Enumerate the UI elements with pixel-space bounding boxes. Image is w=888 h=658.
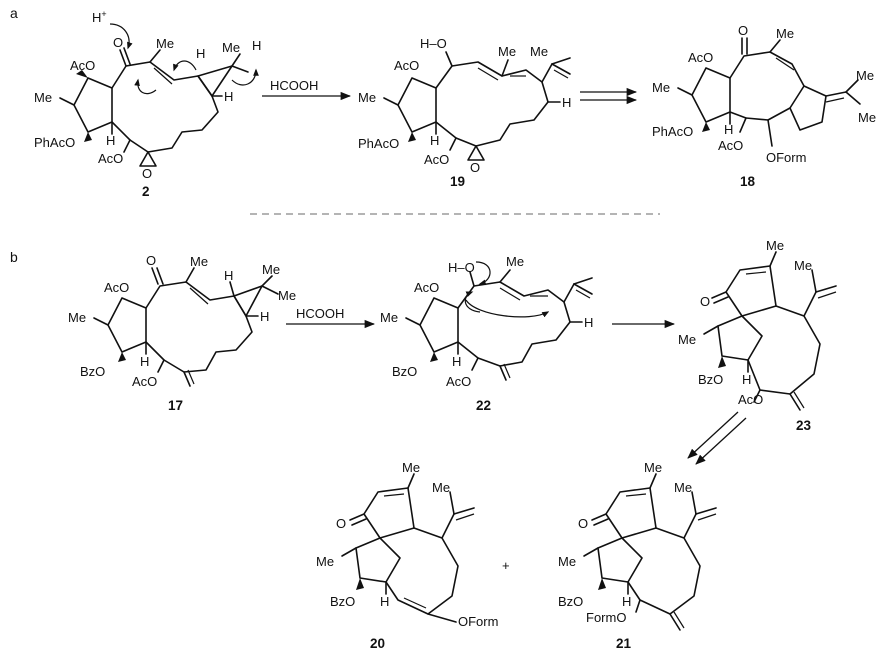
c17-aco1: AcO	[104, 280, 129, 295]
c17-me-cp1: Me	[262, 262, 280, 277]
c19-epox-o: O	[470, 160, 480, 175]
c21-formo: FormO	[586, 610, 626, 625]
c22-bzo: BzO	[392, 364, 417, 379]
c2-h-top: H	[196, 46, 205, 61]
c2-h-cp: H	[252, 38, 261, 53]
c19-number: 19	[450, 174, 465, 189]
arrow-b3-lower	[695, 417, 747, 465]
compound-22: H–O Me AcO Me H H BzO AcO 22	[380, 254, 593, 413]
c17-number: 17	[168, 398, 183, 413]
c2-aco1: AcO	[70, 58, 95, 73]
c18-ketone-o: O	[738, 23, 748, 38]
c21-me-left: Me	[558, 554, 576, 569]
c19-aco2: AcO	[424, 152, 449, 167]
c23-number: 23	[796, 418, 812, 433]
c19-me-top: Me	[498, 44, 516, 59]
c20-h-junction: H	[380, 594, 389, 609]
c21-bzo: BzO	[558, 594, 583, 609]
c23-ketone-o: O	[700, 294, 710, 309]
c23-bzo: BzO	[698, 372, 723, 387]
compound-2: H+ O Me H Me H H AcO Me H PhAcO AcO O 2	[34, 9, 261, 199]
c23-me-iso: Me	[794, 258, 812, 273]
c20-oform: OForm	[458, 614, 498, 629]
c23-me-left: Me	[678, 332, 696, 347]
c18-me-iso2: Me	[858, 110, 876, 125]
c2-ketone-o: O	[113, 35, 123, 50]
c2-aco2: AcO	[98, 151, 123, 166]
c2-h-right: H	[224, 89, 233, 104]
compound-18: O Me AcO Me Me Me H PhAcO AcO OForm 18	[652, 23, 876, 189]
c19-me-iso: Me	[530, 44, 548, 59]
c18-me-left: Me	[652, 80, 670, 95]
c22-aco2: AcO	[446, 374, 471, 389]
c17-aco2: AcO	[132, 374, 157, 389]
c2-me-left: Me	[34, 90, 52, 105]
plus-sign: +	[502, 558, 510, 573]
c19-phaco: PhAcO	[358, 136, 399, 151]
c2-number: 2	[142, 184, 150, 199]
compound-20: Me Me O Me H BzO OForm 20	[316, 460, 498, 651]
c17-me-top: Me	[190, 254, 208, 269]
c18-oform: OForm	[766, 150, 806, 165]
c21-ketone-o: O	[578, 516, 588, 531]
c22-h-right: H	[584, 315, 593, 330]
c17-me-left: Me	[68, 310, 86, 325]
c21-me-top: Me	[644, 460, 662, 475]
c18-phaco: PhAcO	[652, 124, 693, 139]
c20-me-left: Me	[316, 554, 334, 569]
arrow-b3-upper	[687, 411, 739, 459]
c17-me-cp2: Me	[278, 288, 296, 303]
c23-me-top: Me	[766, 238, 784, 253]
c18-me-iso1: Me	[856, 68, 874, 83]
c17-bzo: BzO	[80, 364, 105, 379]
c22-aco1: AcO	[414, 280, 439, 295]
c2-phaco: PhAcO	[34, 135, 75, 150]
c19-me-left: Me	[358, 90, 376, 105]
c22-h-junction: H	[452, 354, 461, 369]
c22-me-top: Me	[506, 254, 524, 269]
c22-me-left: Me	[380, 310, 398, 325]
c20-ketone-o: O	[336, 516, 346, 531]
panel-label-b: b	[10, 249, 18, 265]
compound-19: H–O Me Me AcO Me H H PhAcO AcO O 19	[358, 36, 571, 189]
c18-number: 18	[740, 174, 756, 189]
compound-21: Me Me O Me H BzO FormO 21	[558, 460, 717, 651]
c22-number: 22	[476, 398, 491, 413]
c17-h-right: H	[260, 309, 269, 324]
c22-ho: H–O	[448, 260, 475, 275]
c21-me-iso: Me	[674, 480, 692, 495]
c20-me-iso: Me	[432, 480, 450, 495]
c19-h-right: H	[562, 95, 571, 110]
c20-bzo: BzO	[330, 594, 355, 609]
c23-h-junction: H	[742, 372, 751, 387]
compound-17: O Me H Me Me H AcO Me H BzO AcO 17	[68, 253, 296, 413]
c19-h-junction: H	[430, 133, 439, 148]
reagent-b1: HCOOH	[296, 306, 344, 321]
c21-number: 21	[616, 636, 632, 651]
c2-h-junction: H	[106, 133, 115, 148]
c2-epox-o: O	[142, 166, 152, 181]
c18-aco1: AcO	[688, 50, 713, 65]
c21-h-junction: H	[622, 594, 631, 609]
c19-aco1: AcO	[394, 58, 419, 73]
c23-aco: AcO	[738, 392, 763, 407]
c20-number: 20	[370, 636, 385, 651]
c17-ketone-o: O	[146, 253, 156, 268]
c17-h-junction: H	[140, 354, 149, 369]
c2-me-top: Me	[156, 36, 174, 51]
compound-23: Me Me O Me H BzO AcO 23	[678, 238, 837, 433]
c18-h-junction: H	[724, 122, 733, 137]
c20-me-top: Me	[402, 460, 420, 475]
reagent-a1: HCOOH	[270, 78, 318, 93]
c2-proton: H+	[92, 9, 107, 25]
panel-label-a: a	[10, 5, 18, 21]
c18-me-top: Me	[776, 26, 794, 41]
c18-aco2: AcO	[718, 138, 743, 153]
c19-ho: H–O	[420, 36, 447, 51]
c2-me-cp: Me	[222, 40, 240, 55]
c17-h-cp: H	[224, 268, 233, 283]
